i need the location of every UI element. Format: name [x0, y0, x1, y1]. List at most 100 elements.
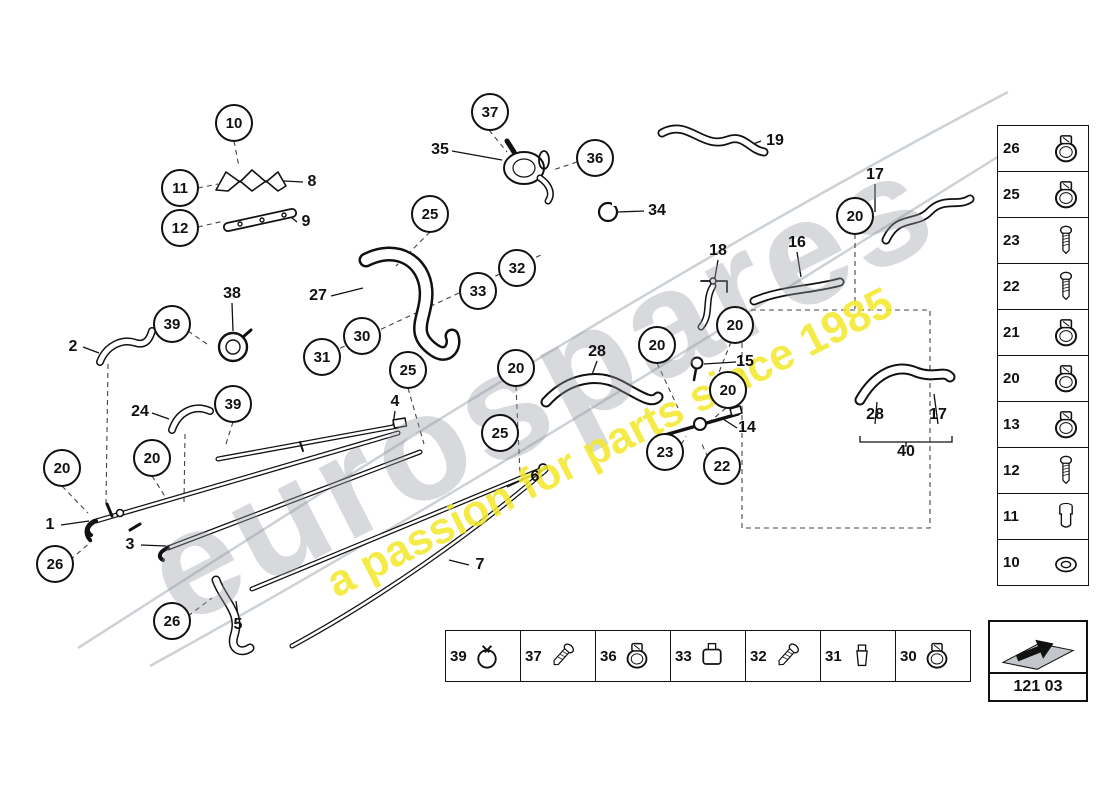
callout-circle-25[interactable]: 25 [389, 351, 427, 389]
part-label-5[interactable]: 5 [233, 616, 243, 633]
part-label-38[interactable]: 38 [223, 285, 241, 302]
part-pipe-6 [249, 463, 548, 592]
part-label-8[interactable]: 8 [307, 173, 317, 190]
part-hose-2 [96, 327, 156, 366]
legend-item-37[interactable]: 37 [520, 630, 596, 682]
legend-item-22[interactable]: 22 [997, 263, 1089, 310]
callout-circle-20[interactable]: 20 [43, 449, 81, 487]
callout-circle-20[interactable]: 20 [133, 439, 171, 477]
part-pump-35 [503, 138, 554, 205]
legend-item-33[interactable]: 33 [670, 630, 746, 682]
callout-circle-31[interactable]: 31 [303, 338, 341, 376]
legend-number: 10 [1003, 554, 1020, 571]
plug-icon [1049, 498, 1083, 536]
callout-circle-20[interactable]: 20 [497, 349, 535, 387]
legend-number: 20 [1003, 370, 1020, 387]
part-label-18[interactable]: 18 [709, 242, 727, 259]
legend-number: 30 [900, 647, 917, 665]
callout-circle-25[interactable]: 25 [411, 195, 449, 233]
callout-circle-10[interactable]: 10 [215, 104, 253, 142]
part-label-17[interactable]: 17 [866, 166, 884, 183]
callout-circle-11[interactable]: 11 [161, 169, 199, 207]
part-label-24[interactable]: 24 [131, 403, 149, 420]
callout-circle-26[interactable]: 26 [153, 602, 191, 640]
part-label-15[interactable]: 15 [736, 353, 754, 370]
callout-circle-20[interactable]: 20 [638, 326, 676, 364]
part-label-4[interactable]: 4 [390, 393, 400, 410]
part-pipe-3 [157, 449, 423, 562]
callout-circle-39[interactable]: 39 [214, 385, 252, 423]
clamp-icon [1049, 130, 1083, 168]
part-label-7[interactable]: 7 [475, 556, 485, 573]
legend-item-20[interactable]: 20 [997, 355, 1089, 402]
part-label-9[interactable]: 9 [301, 213, 311, 230]
part-label-35[interactable]: 35 [431, 141, 449, 158]
part-label-27[interactable]: 27 [309, 287, 327, 304]
legend-item-36[interactable]: 36 [595, 630, 671, 682]
part-label-34[interactable]: 34 [648, 202, 666, 219]
clamp-icon [1049, 406, 1083, 444]
legend-number: 21 [1003, 324, 1020, 341]
legend-item-10[interactable]: 10 [997, 539, 1089, 586]
diagram-code-box: 121 03 [988, 620, 1088, 702]
clamp-icon [1049, 360, 1083, 398]
part-hose-18 [697, 277, 728, 331]
callout-circle-20[interactable]: 20 [709, 371, 747, 409]
callout-circle-22[interactable]: 22 [703, 447, 741, 485]
part-thermostat-38 [217, 328, 253, 363]
screw-diag-icon [546, 636, 578, 676]
legend-item-11[interactable]: 11 [997, 493, 1089, 540]
legend-item-21[interactable]: 21 [997, 309, 1089, 356]
legend-item-25[interactable]: 25 [997, 171, 1089, 218]
legend-item-30[interactable]: 30 [895, 630, 971, 682]
callout-circle-20[interactable]: 20 [836, 197, 874, 235]
callout-circle-30[interactable]: 30 [343, 317, 381, 355]
legend-number: 32 [750, 647, 767, 665]
part-label-2[interactable]: 2 [68, 338, 78, 355]
clamp-icon [1049, 314, 1083, 352]
legend-number: 33 [675, 647, 692, 665]
legend-item-26[interactable]: 26 [997, 125, 1089, 172]
callout-circle-36[interactable]: 36 [576, 139, 614, 177]
leader-dashed-lines [61, 129, 931, 617]
part-label-28[interactable]: 28 [588, 343, 606, 360]
legend-item-23[interactable]: 23 [997, 217, 1089, 264]
callout-circle-26[interactable]: 26 [36, 545, 74, 583]
part-label-16[interactable]: 16 [788, 234, 806, 251]
legend-item-32[interactable]: 32 [745, 630, 821, 682]
legend-item-13[interactable]: 13 [997, 401, 1089, 448]
part-label-6[interactable]: 6 [530, 468, 540, 485]
part-label-17[interactable]: 17 [929, 406, 947, 423]
callout-circle-32[interactable]: 32 [498, 249, 536, 287]
callout-circle-39[interactable]: 39 [153, 305, 191, 343]
callout-circle-25[interactable]: 25 [481, 414, 519, 452]
legend-item-12[interactable]: 12 [997, 447, 1089, 494]
callout-circle-12[interactable]: 12 [161, 209, 199, 247]
clamp-icon [621, 636, 653, 676]
legend-number: 39 [450, 647, 467, 665]
legend-number: 11 [1003, 508, 1019, 525]
part-hose-19 [657, 124, 769, 157]
screw-icon [1049, 268, 1083, 306]
part-label-14[interactable]: 14 [738, 419, 756, 436]
legend-item-31[interactable]: 31 [820, 630, 896, 682]
legend-number: 12 [1003, 462, 1020, 479]
part-pipe-7 [289, 467, 549, 649]
part-label-3[interactable]: 3 [125, 536, 135, 553]
part-hose-5 [211, 575, 255, 656]
part-label-1[interactable]: 1 [45, 516, 55, 533]
legend-number: 31 [825, 647, 842, 665]
part-fittings-left [84, 519, 142, 542]
legend-item-39[interactable]: 39 [445, 630, 521, 682]
part-hose-27 [358, 246, 461, 361]
part-label-19[interactable]: 19 [766, 132, 784, 149]
clamp-icon [1049, 176, 1083, 214]
part-bracket-9 [223, 208, 297, 232]
callout-circle-37[interactable]: 37 [471, 93, 509, 131]
part-label-28[interactable]: 28 [866, 406, 884, 423]
part-label-40[interactable]: 40 [897, 443, 915, 460]
callout-circle-33[interactable]: 33 [459, 272, 497, 310]
callout-circle-23[interactable]: 23 [646, 433, 684, 471]
callout-circle-20[interactable]: 20 [716, 306, 754, 344]
